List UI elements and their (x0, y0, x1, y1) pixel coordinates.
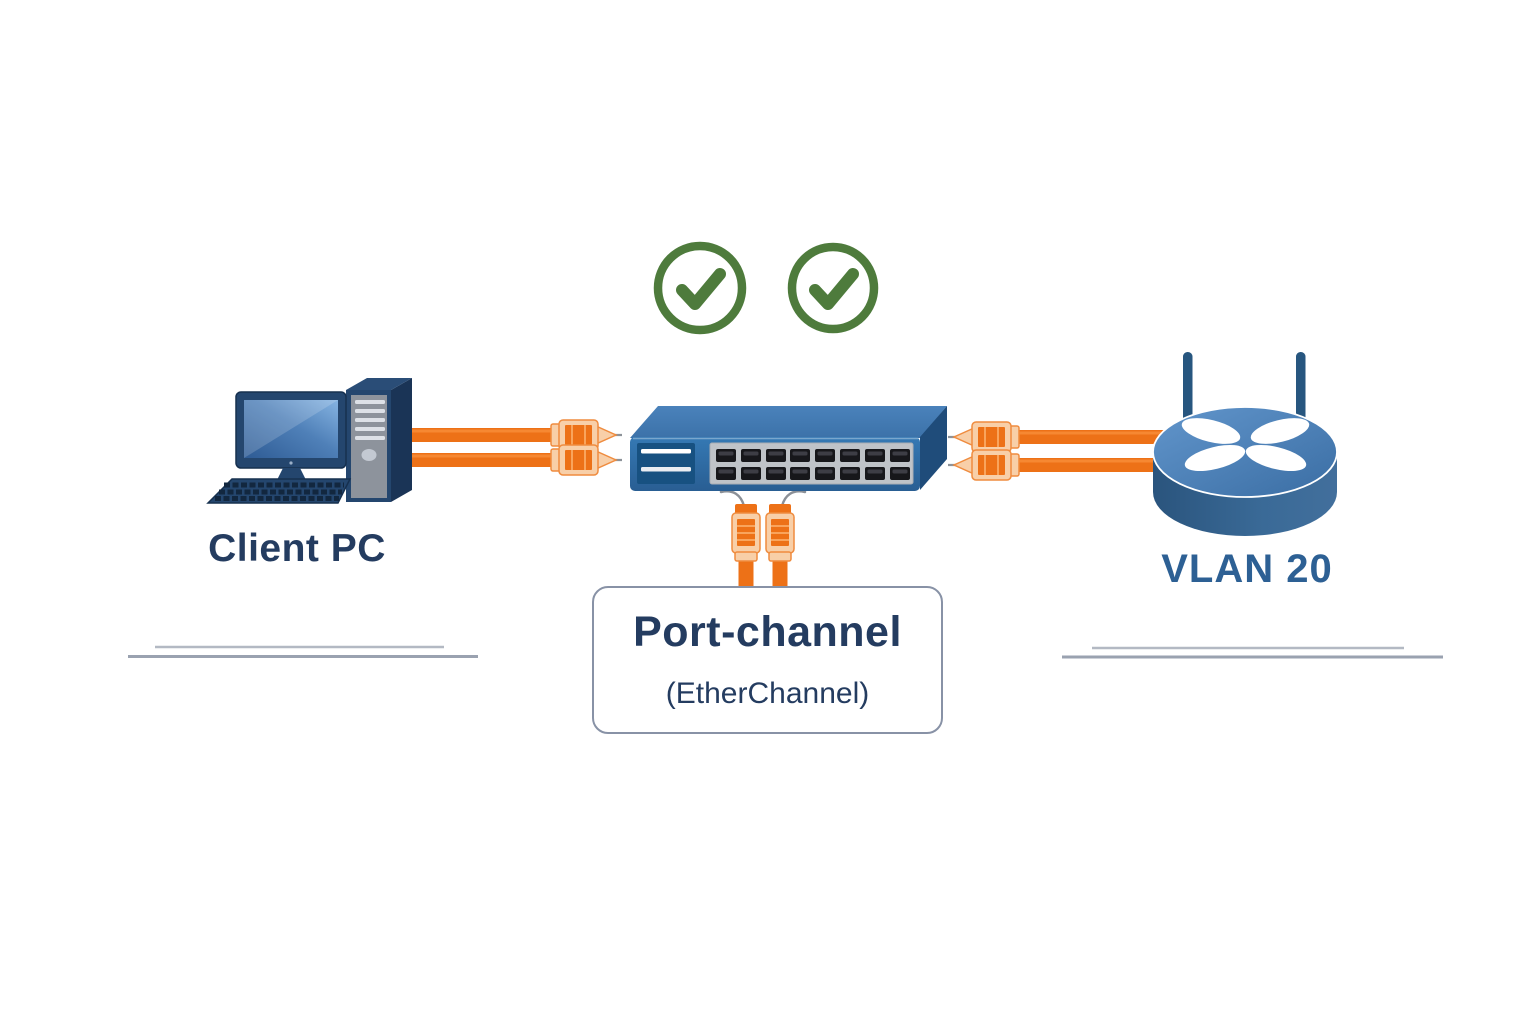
client-pc-label: Client PC (208, 527, 386, 570)
desktop-computer-icon (206, 378, 412, 504)
divider-line (1062, 646, 1443, 659)
rj45-connector-icon (550, 444, 622, 476)
check-circle-icon (787, 242, 879, 334)
port-channel-title: Port-channel (633, 608, 902, 656)
network-switch-icon (630, 406, 947, 491)
rj45-connector-icon (948, 449, 1020, 481)
ethernet-cable (1014, 430, 1166, 472)
rj45-connector-icon (948, 421, 1020, 453)
port-channel-callout: Port-channel (EtherChannel) (592, 586, 943, 734)
divider-line (128, 645, 478, 658)
etherchannel-subtitle: (EtherChannel) (665, 677, 870, 710)
rj45-connector-icon (765, 490, 807, 562)
wireless-router-icon (1152, 352, 1338, 536)
check-circle-icon (653, 241, 747, 335)
ethernet-cable (738, 557, 788, 589)
vlan20-label: VLAN 20 (1161, 547, 1333, 591)
rj45-connector-icon (719, 490, 761, 562)
ethernet-cable (405, 428, 555, 467)
rj45-connector-icon (550, 419, 622, 451)
